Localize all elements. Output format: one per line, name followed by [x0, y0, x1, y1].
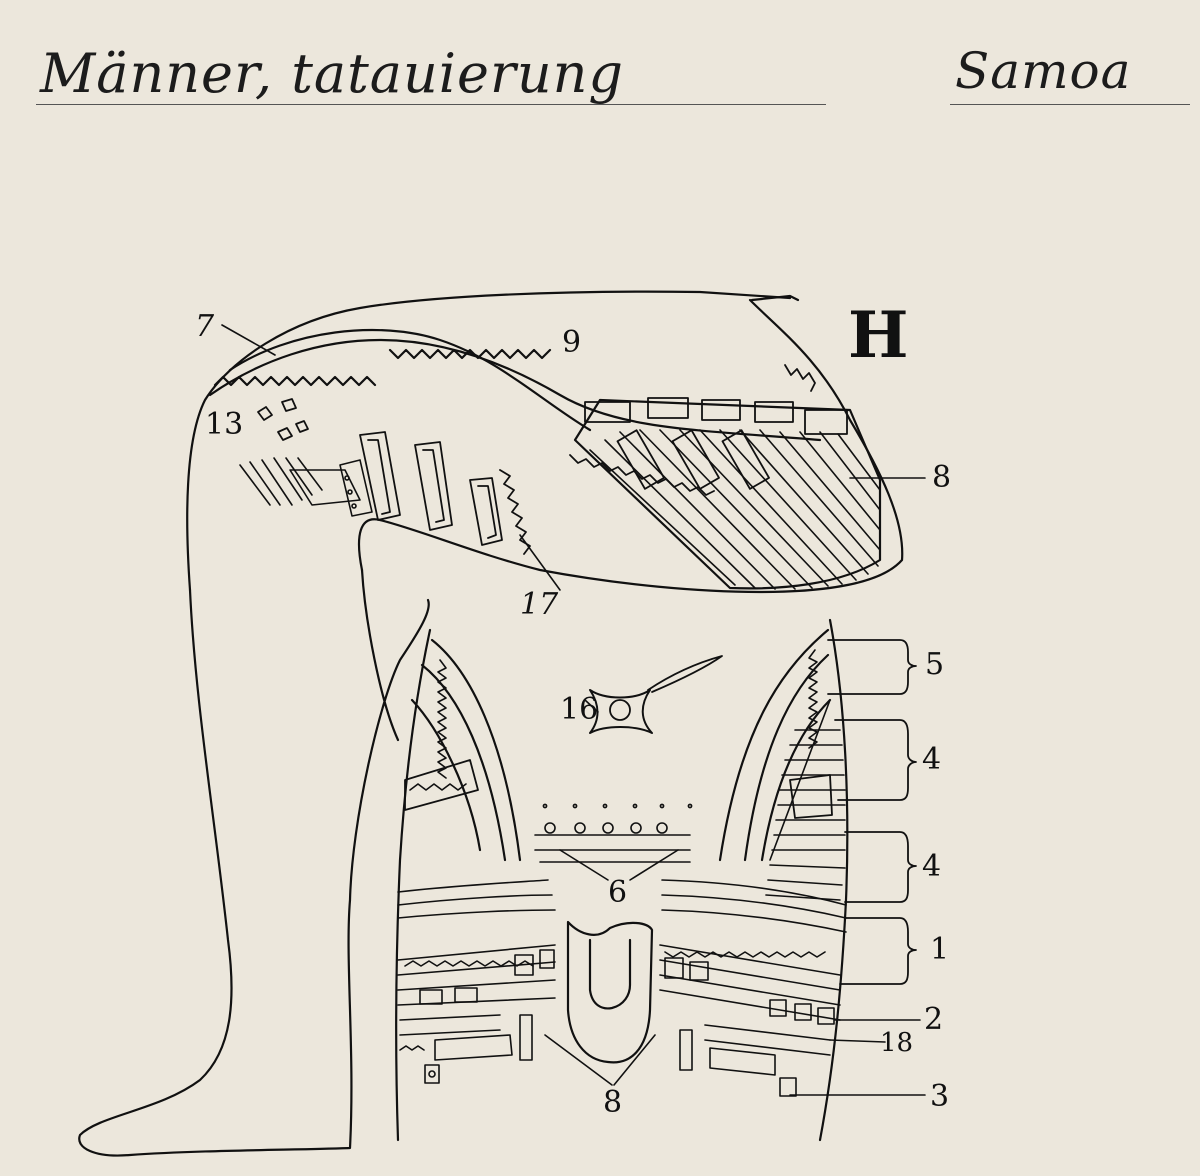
band-7-line: [208, 338, 822, 442]
label-6: 6: [608, 875, 628, 910]
band-7-zigzag: [213, 375, 377, 387]
stripe-lines: [589, 429, 881, 590]
central-u: [566, 920, 654, 1064]
label-18: 18: [880, 1028, 914, 1058]
right-lower-bands: [659, 944, 841, 1097]
left-arch-inner: [410, 698, 482, 852]
central-u-inner: [588, 938, 632, 1010]
serrated-mark: [784, 364, 816, 392]
diagonal-zigzag: [499, 469, 531, 555]
label-16: 16: [560, 692, 599, 727]
label-4-upper: 4: [922, 742, 942, 777]
label-4-lower: 4: [922, 849, 942, 884]
label-17: 17: [520, 587, 559, 622]
braces: [827, 639, 917, 985]
motif-16-center: [609, 699, 631, 721]
knee-hatching: [239, 457, 373, 517]
band-1: [397, 879, 847, 933]
back-right-edge: [818, 618, 849, 1142]
motif-16: [589, 689, 653, 734]
motif-16-tail: [647, 655, 723, 693]
left-arch-zigzag: [437, 659, 447, 779]
thigh-outline: [186, 290, 904, 594]
right-arch-inner: [760, 698, 832, 862]
leader-lines: [221, 324, 926, 1096]
label-3: 3: [930, 1079, 950, 1114]
band-inner-line: [228, 328, 592, 432]
label-8-bottom: 8: [603, 1085, 623, 1120]
left-lower-bands: [397, 944, 556, 1084]
leg-outline: [78, 568, 430, 1157]
region-underline: [950, 104, 1190, 105]
right-arch-zigzag: [808, 649, 818, 749]
plate-title: Männer, tatauierung: [40, 42, 624, 105]
band-zigzag-2: [388, 348, 552, 360]
left-arch-mid: [420, 663, 507, 862]
plate-letter: H: [848, 298, 909, 373]
label-5: 5: [925, 647, 945, 682]
label-1: 1: [930, 932, 950, 967]
label-13: 13: [205, 407, 244, 442]
thigh-slit: [750, 294, 800, 302]
left-arch-outer: [430, 638, 522, 862]
diagonal-zigzag-2: [569, 454, 715, 496]
left-arch-zig2: [409, 783, 467, 791]
stripe-blocks: [584, 397, 848, 490]
right-wedge-box: [789, 774, 833, 819]
label-8-top: 8: [932, 460, 952, 495]
ladder-panels: [359, 431, 503, 546]
right-wedge-stripes: [765, 699, 846, 901]
title-underline: [36, 104, 826, 105]
right-arch-mid: [743, 653, 830, 862]
region-title: Samoa: [955, 42, 1132, 100]
diamond-marks: [257, 398, 309, 441]
label-7: 7: [195, 309, 215, 344]
band-6: [534, 803, 693, 863]
back-left-edge: [395, 628, 432, 1142]
right-arch-outer: [718, 628, 830, 862]
left-arch-band: [404, 759, 479, 811]
label-2: 2: [924, 1002, 944, 1037]
label-9: 9: [562, 325, 582, 360]
stripe-field: [573, 398, 882, 590]
